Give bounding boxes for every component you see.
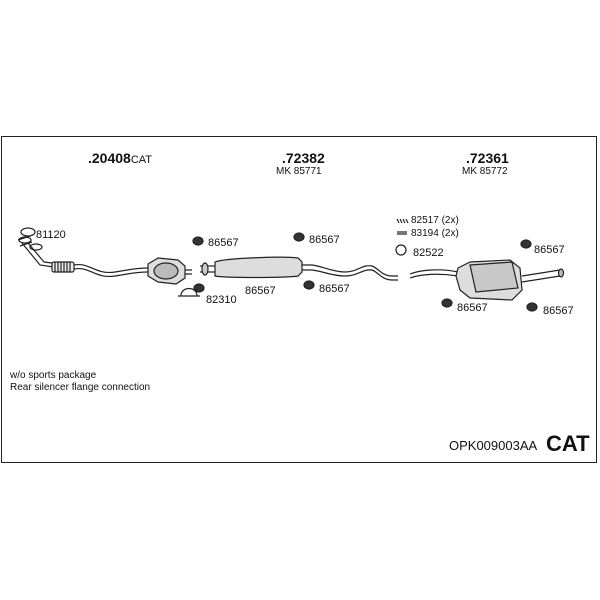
group-rear-part-number: .72361 <box>466 150 509 166</box>
part-86567-label: 86567 <box>457 302 488 314</box>
part-86567-label: 86567 <box>208 237 239 249</box>
group-middle-part-number: .72382 <box>282 150 325 166</box>
part-86567-label: 86567 <box>543 305 574 317</box>
part-86567-label: 86567 <box>534 244 565 256</box>
part-82517-label: 82517 (2x) <box>411 215 459 226</box>
part-86567-label: 86567 <box>319 283 350 295</box>
bolts-springs <box>396 218 409 235</box>
part-86567-label: 86567 <box>309 234 340 246</box>
part-81120-label: 81120 <box>36 229 66 241</box>
group-cat-part-number: .20408CAT <box>88 150 153 166</box>
note-line-2: Rear silencer flange connection <box>10 382 151 393</box>
gasket-ring <box>20 227 407 297</box>
kit-code: OPK009003AA <box>449 438 538 453</box>
group-middle-mounting-kit: MK 85771 <box>276 166 322 177</box>
front-pipe <box>17 235 149 278</box>
rear-silencer <box>409 259 565 301</box>
part-86567-label: 86567 <box>245 285 276 297</box>
middle-silencer <box>200 256 398 281</box>
catalytic-converter <box>147 257 192 285</box>
part-83194-label: 83194 (2x) <box>411 228 459 239</box>
part-82310-label: 82310 <box>206 294 237 306</box>
cat-badge: CAT <box>546 431 590 456</box>
note-line-1: w/o sports package <box>10 370 97 381</box>
part-82522-label: 82522 <box>413 247 444 259</box>
group-rear-mounting-kit: MK 85772 <box>462 166 508 177</box>
rubber-hangers <box>192 232 538 312</box>
diagram-frame <box>1 136 597 463</box>
